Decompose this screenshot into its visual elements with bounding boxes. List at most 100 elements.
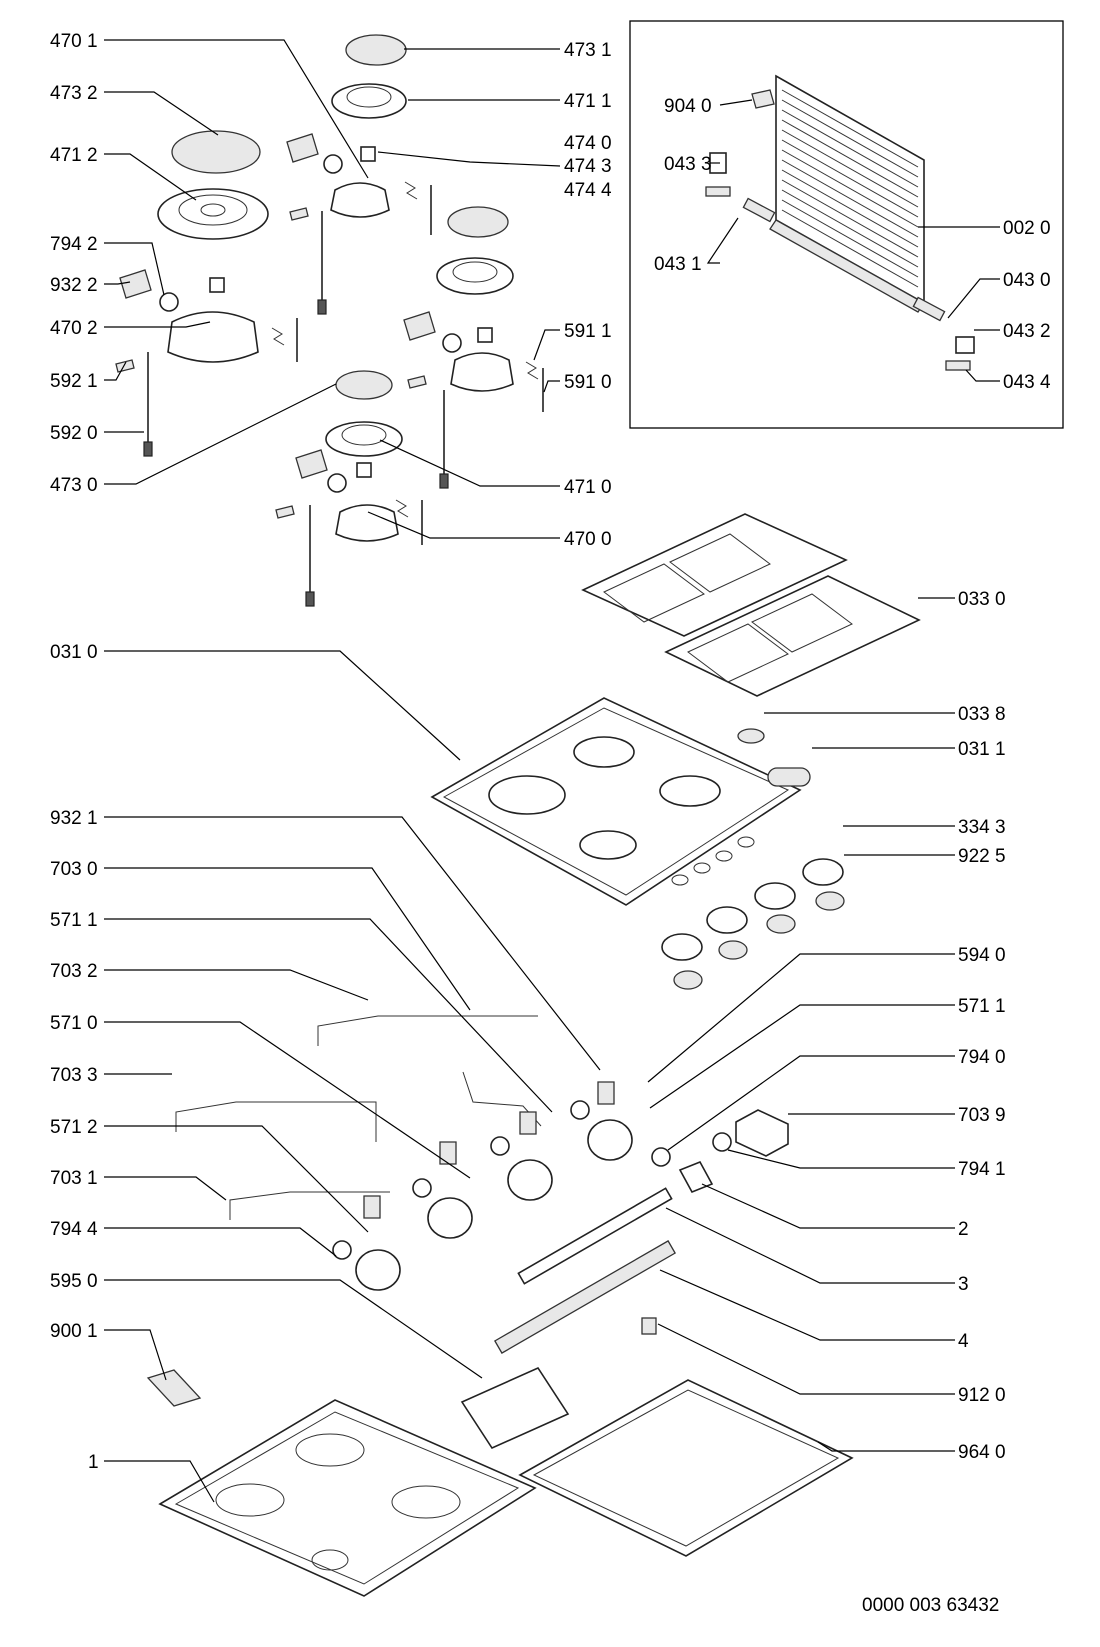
label-043-0: 043 0: [1003, 270, 1051, 291]
base-tray-1: [158, 1399, 537, 1597]
label-592-1: 592 1: [50, 371, 98, 392]
leader-4: [659, 1269, 955, 1341]
bracket-932-2: [119, 269, 152, 299]
injector-lower: [356, 462, 372, 478]
leader-591-0: [543, 380, 560, 393]
valve-clip-2: [519, 1111, 537, 1135]
label-592-0: 592 0: [50, 423, 98, 444]
label-591-0: 591 0: [564, 372, 612, 393]
clamp-lower: [275, 505, 295, 519]
small-square-part: [751, 89, 775, 109]
label-794-4: 794 4: [50, 1219, 98, 1240]
label-043-3: 043 3: [664, 154, 712, 175]
leader-592-1: [104, 361, 127, 381]
pipe-703-3: [175, 1101, 377, 1142]
knob-hole-1: [671, 874, 689, 886]
valve-clip-4: [363, 1195, 381, 1219]
leader-964-0: [817, 1441, 955, 1452]
label-2: 2: [958, 1219, 969, 1240]
knob-hole-4: [737, 836, 755, 848]
elbow-703-9: [735, 1109, 789, 1157]
hinge-plate-left: [705, 186, 731, 197]
label-334-3: 334 3: [958, 817, 1006, 838]
injector-right: [477, 327, 493, 343]
burner-body-470-2: [167, 311, 259, 363]
label-1: 1: [88, 1452, 99, 1473]
label-043-4: 043 4: [1003, 372, 1051, 393]
spark-rail-4: [494, 1240, 676, 1354]
valve-clip-1: [597, 1081, 615, 1105]
label-031-0: 031 0: [50, 642, 98, 663]
gas-pipe-3: [517, 1187, 673, 1285]
leader-904-0: [719, 99, 753, 106]
label-3: 3: [958, 1274, 969, 1295]
valve-594: [587, 1119, 633, 1161]
leader-794-4: [104, 1227, 337, 1257]
grate-left: [581, 513, 848, 637]
label-900-1: 900 1: [50, 1321, 98, 1342]
glass-lid-hatch: [781, 89, 919, 288]
leader-900-1: [104, 1329, 167, 1381]
burner-injectors: [209, 146, 493, 478]
seal-794-1: [712, 1132, 732, 1152]
valve-571-2: [427, 1197, 473, 1239]
knob-3: [706, 906, 748, 934]
burner-cap-small: [345, 34, 407, 66]
bracket-932-upper: [286, 133, 319, 163]
label-703-1: 703 1: [50, 1168, 98, 1189]
leader-571-1-right: [649, 1004, 955, 1109]
knob-1: [802, 858, 844, 886]
burner-crowns: [157, 83, 514, 457]
burner-crown-large: [157, 188, 269, 240]
injector-474: [360, 146, 376, 162]
label-474-4: 474 4: [564, 180, 612, 201]
knob-4: [661, 933, 703, 961]
leader-571-1-left: [104, 918, 553, 1113]
knob-hole-2: [693, 862, 711, 874]
leader-474: [377, 151, 561, 167]
burner-crown-small: [331, 83, 407, 119]
label-794-0: 794 0: [958, 1047, 1006, 1068]
label-595-0: 595 0: [50, 1271, 98, 1292]
gas-pipes: [175, 1015, 542, 1220]
label-473-1: 473 1: [564, 40, 612, 61]
lower-parts: [146, 1366, 854, 1597]
clamp-592-1: [115, 359, 135, 373]
leader-794-0: [667, 1055, 955, 1151]
leader-043-4: [965, 369, 1000, 382]
leader-2: [701, 1183, 955, 1229]
leader-471-0: [379, 439, 560, 487]
top-plate-outline: [430, 697, 802, 906]
label-470-0: 470 0: [564, 529, 612, 550]
burner-cap-medium-right: [447, 206, 509, 238]
label-470-2: 470 2: [50, 318, 98, 339]
rubber-foot: [737, 728, 765, 744]
bracket-right: [403, 311, 436, 341]
leader-470-2: [104, 321, 211, 328]
seal-ring-794-2: [159, 292, 179, 312]
leader-473-0: [104, 383, 337, 485]
burner-cap-large: [171, 130, 261, 174]
label-571-2: 571 2: [50, 1117, 98, 1138]
hole-rear: [573, 736, 635, 768]
label-473-0: 473 0: [50, 475, 98, 496]
label-591-1: 591 1: [564, 321, 612, 342]
gas-inlet-fittings: [494, 1109, 789, 1354]
leader-594-0: [647, 953, 955, 1083]
valve-front: [355, 1249, 401, 1291]
label-471-2: 471 2: [50, 145, 98, 166]
leader-lines: [104, 39, 1000, 1503]
burner-body-470-0: [335, 504, 399, 542]
seal-ring-right: [442, 333, 462, 353]
clamp-upper: [289, 207, 309, 221]
seal-ring-lower: [327, 473, 347, 493]
label-571-0: 571 0: [50, 1013, 98, 1034]
washer-c: [412, 1178, 432, 1198]
label-002-0: 002 0: [1003, 218, 1051, 239]
label-033-0: 033 0: [958, 589, 1006, 610]
label-703-9: 703 9: [958, 1105, 1006, 1126]
burner-caps: [171, 34, 509, 400]
leader-703-0: [104, 867, 471, 1011]
label-932-2: 932 2: [50, 275, 98, 296]
hinge-pin-left: [742, 197, 776, 223]
